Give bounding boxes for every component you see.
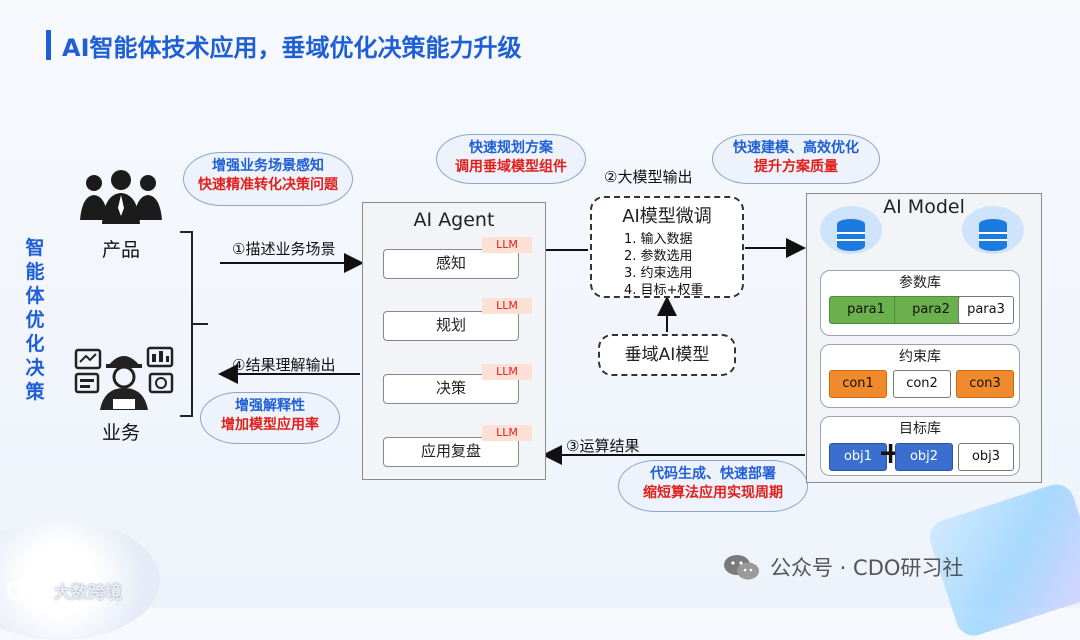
agent-step-plan: 规划 — [383, 311, 519, 341]
objective-lib-title: 目标库 — [899, 421, 941, 437]
vertical-model-box: 垂域AI模型 — [598, 334, 736, 376]
llm-tag-review: LLM — [482, 425, 532, 441]
wechat-watermark: 公众号 · CDO研习社 — [770, 556, 964, 580]
llm-tag-perceive: LLM — [482, 237, 532, 253]
finetune-item-1: 1. 输入数据 — [624, 232, 693, 247]
chip-para3: para3 — [958, 296, 1014, 324]
chip-para2: para2 — [894, 296, 968, 324]
cloud-top-left: 增强业务场景感知 快速精准转化决策问题 — [183, 152, 353, 206]
cloud-top-mid: 快速规划方案 调用垂域模型组件 — [436, 134, 586, 184]
cloud-top-right-line1: 快速建模、高效优化 — [733, 140, 859, 156]
cloud-top-right: 快速建模、高效优化 提升方案质量 — [712, 134, 880, 184]
llm-tag-plan: LLM — [482, 298, 532, 314]
page-title: AI智能体技术应用，垂域优化决策能力升级 — [62, 34, 522, 62]
agent-step-perceive: 感知 — [383, 249, 519, 279]
wechat-icon — [724, 555, 759, 580]
finetune-box: AI模型微调 1. 输入数据 2. 参数选用 3. 约束选用 4. 目标+权重 — [590, 196, 744, 298]
people-group-icon — [80, 170, 162, 224]
chip-con1: con1 — [829, 370, 887, 398]
brand-logo-text: 大数跨境 — [54, 583, 122, 603]
cloud-bottom-left: 增强解释性 增加模型应用率 — [200, 392, 340, 444]
flow-arrows — [218, 238, 806, 465]
finetune-list: 1. 输入数据 2. 参数选用 3. 约束选用 4. 目标+权重 — [624, 231, 742, 299]
brand-logo-icon — [6, 580, 52, 600]
product-label: 产品 — [102, 239, 141, 261]
database-cloud-icon-2 — [962, 206, 1024, 254]
arrow-label-result-output: ④结果理解输出 — [232, 356, 336, 374]
constraint-lib-title: 约束库 — [899, 349, 941, 365]
chip-con3: con3 — [956, 370, 1014, 398]
llm-tag-decide: LLM — [482, 364, 532, 380]
finetune-item-3: 3. 约束选用 — [624, 266, 693, 281]
chip-obj1: obj1 — [829, 443, 887, 471]
cloud-top-mid-line1: 快速规划方案 — [469, 140, 553, 156]
arrow-label-compute-result: ③运算结果 — [566, 437, 640, 455]
vertical-model-label: 垂域AI模型 — [624, 345, 710, 365]
side-label: 智能体优化决策 — [25, 237, 45, 403]
chip-obj2: obj2 — [895, 443, 953, 471]
title-accent-bar — [46, 30, 51, 60]
cloud-bottom-left-line2: 增加模型应用率 — [221, 417, 319, 433]
cloud-top-left-line2: 快速精准转化决策问题 — [198, 177, 338, 193]
ai-agent-title: AI Agent — [413, 209, 495, 231]
param-lib-title: 参数库 — [899, 275, 941, 291]
finetune-item-4: 4. 目标+权重 — [624, 283, 704, 298]
cloud-top-mid-line2: 调用垂域模型组件 — [455, 159, 567, 175]
database-cloud-icon — [820, 206, 882, 254]
business-label: 业务 — [102, 422, 141, 444]
chip-para1: para1 — [829, 296, 903, 324]
arrow-label-describe: ①描述业务场景 — [232, 240, 336, 258]
ai-model-title: AI Model — [883, 196, 965, 218]
cloud-bottom-right: 代码生成、快速部署 缩短算法应用实现周期 — [618, 460, 808, 512]
cloud-bottom-left-line1: 增强解释性 — [235, 398, 305, 414]
bracket-connector — [180, 231, 208, 417]
worker-icon — [74, 346, 174, 410]
agent-step-review: 应用复盘 — [383, 437, 519, 467]
cloud-bottom-right-line1: 代码生成、快速部署 — [650, 466, 776, 482]
cloud-bottom-right-line2: 缩短算法应用实现周期 — [643, 485, 783, 501]
cloud-top-right-line2: 提升方案质量 — [754, 159, 838, 175]
chip-obj3: obj3 — [958, 443, 1014, 471]
finetune-title: AI模型微调 — [622, 206, 712, 227]
finetune-item-2: 2. 参数选用 — [624, 249, 693, 264]
arrow-label-big-model-output: ②大模型输出 — [604, 168, 693, 186]
cloud-top-left-line1: 增强业务场景感知 — [212, 158, 324, 174]
chip-con2: con2 — [893, 370, 951, 398]
